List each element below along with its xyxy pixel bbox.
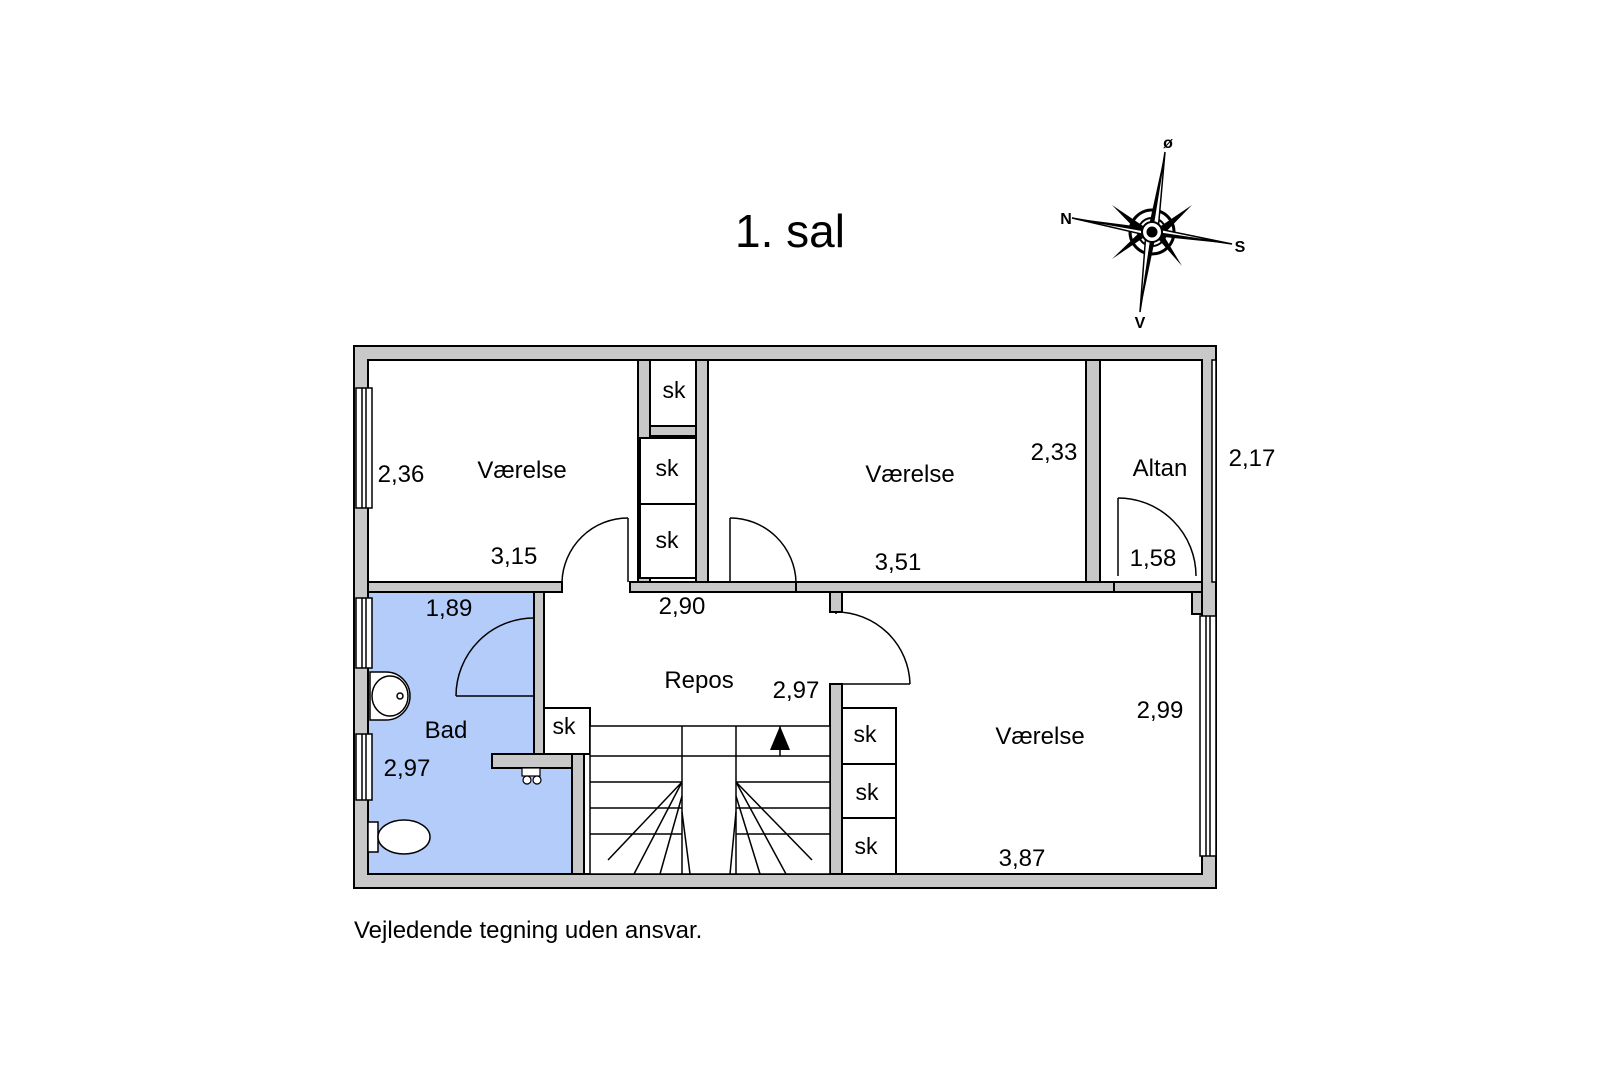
window-se bbox=[1199, 615, 1217, 857]
room-width: 2,90 bbox=[659, 593, 706, 620]
closets bbox=[543, 359, 897, 875]
room-depth: 2,97 bbox=[773, 677, 820, 704]
room-depth: 2,97 bbox=[384, 755, 431, 782]
room-label: Altan bbox=[1133, 455, 1188, 482]
room-label: Værelse bbox=[995, 723, 1084, 750]
room-depth: 2,36 bbox=[378, 461, 425, 488]
compass-rose-icon: ø N S V bbox=[1060, 135, 1245, 332]
closet-label: sk bbox=[854, 721, 878, 747]
staircase bbox=[589, 725, 831, 875]
window-bath-top bbox=[355, 597, 373, 669]
closet-label: sk bbox=[856, 779, 880, 805]
closet-label: sk bbox=[553, 713, 577, 739]
window-nw bbox=[355, 387, 373, 509]
closet-label: sk bbox=[663, 377, 687, 403]
closet-label: sk bbox=[855, 833, 879, 859]
room-width: 1,58 bbox=[1130, 545, 1177, 572]
room-width: 3,15 bbox=[491, 543, 538, 570]
room-depth: 2,99 bbox=[1137, 697, 1184, 724]
closet-label: sk bbox=[656, 455, 680, 481]
doors bbox=[455, 497, 1197, 697]
room-depth: 2,17 bbox=[1229, 445, 1276, 472]
room-depth: 2,33 bbox=[1031, 439, 1078, 466]
room-label: Værelse bbox=[865, 461, 954, 488]
closet-label: sk bbox=[656, 527, 680, 553]
sink-icon bbox=[369, 671, 411, 721]
room-label: Bad bbox=[425, 717, 468, 744]
window-bath-bottom bbox=[355, 733, 373, 801]
room-width: 1,89 bbox=[426, 595, 473, 622]
balcony-railing bbox=[1211, 359, 1217, 583]
compass-west-label: V bbox=[1135, 315, 1146, 332]
bathroom-floor bbox=[367, 591, 573, 875]
floor-title: 1. sal bbox=[735, 205, 845, 257]
stair-arrow-icon bbox=[770, 726, 790, 750]
toilet-icon bbox=[367, 819, 431, 855]
room-width: 3,51 bbox=[875, 549, 922, 576]
compass-east-label: ø bbox=[1163, 135, 1173, 152]
compass-north-label: N bbox=[1060, 211, 1072, 228]
windows bbox=[355, 359, 1217, 857]
room-label: Værelse bbox=[477, 457, 566, 484]
disclaimer-note: Vejledende tegning uden ansvar. bbox=[354, 917, 703, 944]
room-label: Repos bbox=[664, 667, 733, 694]
faucet-icon bbox=[521, 767, 542, 785]
room-width: 3,87 bbox=[999, 845, 1046, 872]
compass-south-label: S bbox=[1235, 239, 1246, 256]
